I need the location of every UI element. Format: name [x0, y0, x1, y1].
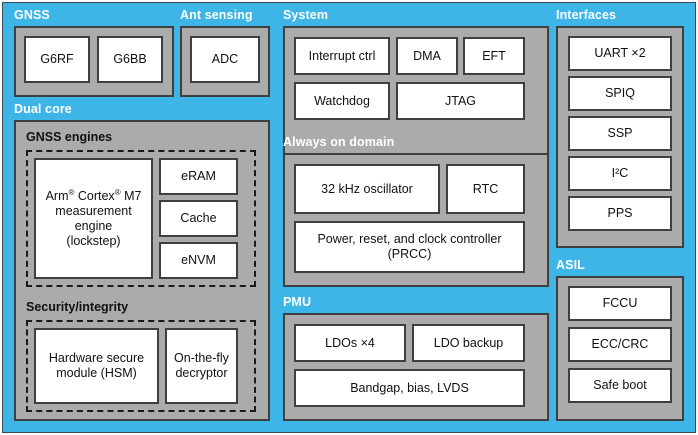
group-dual-core-label: Dual core	[14, 102, 72, 116]
block-spiq[interactable]: SPIQ	[568, 76, 672, 111]
block-eram[interactable]: eRAM	[159, 158, 238, 195]
block-interrupt-ctrl[interactable]: Interrupt ctrl	[294, 37, 390, 75]
block-rtc[interactable]: RTC	[446, 164, 525, 214]
block-i2c[interactable]: I²C	[568, 156, 672, 191]
block-ssp[interactable]: SSP	[568, 116, 672, 151]
group-gnss-label: GNSS	[14, 8, 50, 22]
group-interfaces: Interfaces UART ×2 SPIQ SSP I²C PPS	[556, 8, 684, 248]
block-bandgap-bias-lvds[interactable]: Bandgap, bias, LVDS	[294, 369, 525, 407]
block-envm[interactable]: eNVM	[159, 242, 238, 279]
group-asil-body: FCCU ECC/CRC Safe boot	[556, 276, 684, 421]
group-pmu-label: PMU	[283, 295, 312, 309]
group-always-on-domain: Always on domain 32 kHz oscillator RTC P…	[283, 135, 549, 287]
block-uart-x2[interactable]: UART ×2	[568, 36, 672, 71]
group-always-on-domain-body: 32 kHz oscillator RTC Power, reset, and …	[283, 153, 549, 287]
block-watchdog[interactable]: Watchdog	[294, 82, 390, 120]
group-system-body: Interrupt ctrl DMA EFT Watchdog JTAG	[283, 26, 549, 174]
block-prcc[interactable]: Power, reset, and clock controller(PRCC)	[294, 221, 525, 273]
group-interfaces-body: UART ×2 SPIQ SSP I²C PPS	[556, 26, 684, 248]
block-ldo-backup[interactable]: LDO backup	[412, 324, 525, 362]
group-interfaces-label: Interfaces	[556, 8, 617, 22]
group-ant-sensing-body: ADC	[180, 26, 270, 97]
group-ant-sensing: Ant sensing ADC	[180, 8, 270, 97]
block-adc[interactable]: ADC	[190, 36, 260, 83]
block-dma[interactable]: DMA	[396, 37, 458, 75]
block-ldos-x4[interactable]: LDOs ×4	[294, 324, 406, 362]
group-always-on-domain-label: Always on domain	[283, 135, 395, 149]
block-g6bb[interactable]: G6BB	[97, 36, 163, 83]
group-gnss-body: G6RF G6BB	[14, 26, 174, 97]
group-pmu: PMU LDOs ×4 LDO backup Bandgap, bias, LV…	[283, 295, 549, 421]
block-32khz-oscillator[interactable]: 32 kHz oscillator	[294, 164, 440, 214]
group-ant-sensing-label: Ant sensing	[180, 8, 253, 22]
group-system-label: System	[283, 8, 329, 22]
block-prcc-label: Power, reset, and clock controller(PRCC)	[317, 232, 502, 261]
group-pmu-body: LDOs ×4 LDO backup Bandgap, bias, LVDS	[283, 313, 549, 421]
block-eft[interactable]: EFT	[463, 37, 525, 75]
group-asil: ASIL FCCU ECC/CRC Safe boot	[556, 258, 684, 421]
block-safe-boot[interactable]: Safe boot	[568, 368, 672, 403]
block-cache[interactable]: Cache	[159, 200, 238, 237]
block-jtag[interactable]: JTAG	[396, 82, 525, 120]
group-asil-label: ASIL	[556, 258, 585, 272]
group-system: System Interrupt ctrl DMA EFT Watchdog J…	[283, 8, 549, 174]
block-g6rf[interactable]: G6RF	[24, 36, 90, 83]
section-security-integrity-label: Security/integrity	[26, 300, 129, 314]
block-pps[interactable]: PPS	[568, 196, 672, 231]
section-gnss-engines-label: GNSS engines	[26, 130, 113, 144]
block-fccu[interactable]: FCCU	[568, 286, 672, 321]
group-gnss: GNSS G6RF G6BB	[14, 8, 174, 97]
block-ecc-crc[interactable]: ECC/CRC	[568, 327, 672, 362]
